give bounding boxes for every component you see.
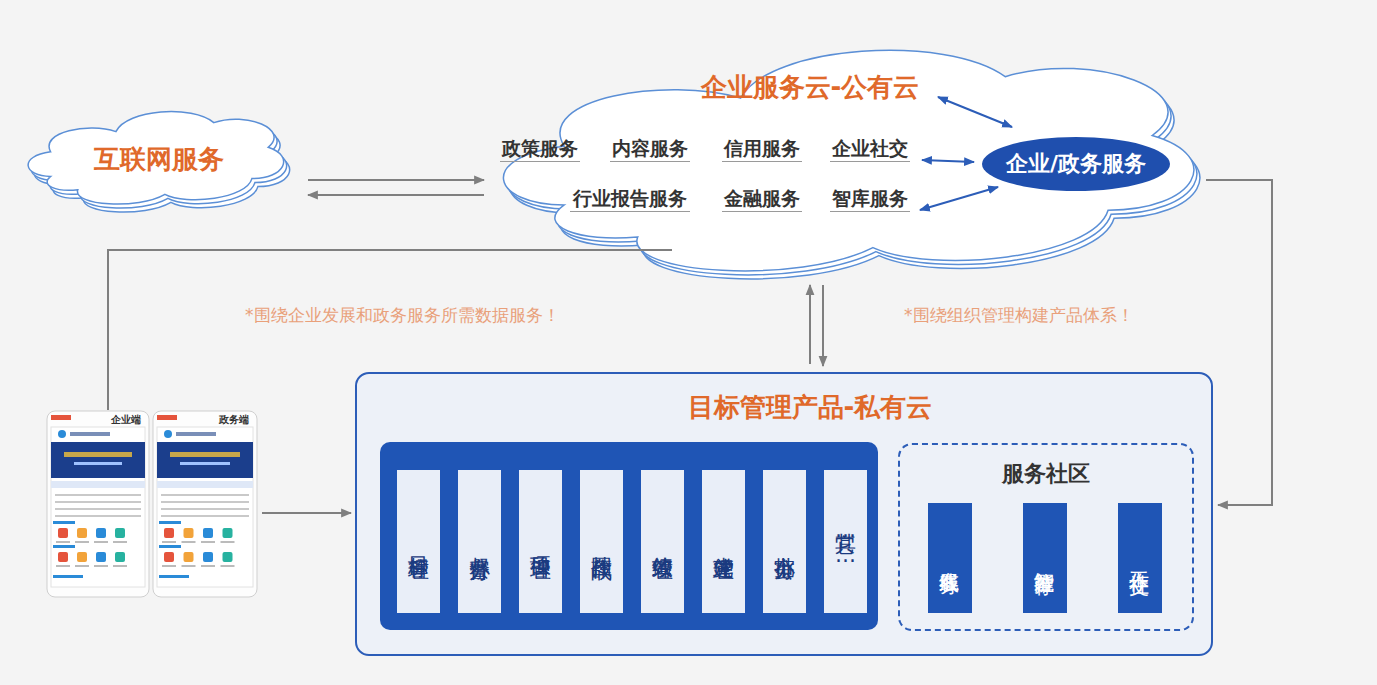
phone-screenshot: 企业端 bbox=[46, 410, 150, 598]
node-text: 绩效管理 bbox=[649, 540, 677, 544]
module-box: 党建管理 bbox=[702, 470, 745, 613]
service-item: 智库服务 bbox=[830, 184, 910, 212]
connector-arrow bbox=[822, 285, 824, 366]
community-item: 在线服务 bbox=[928, 503, 972, 613]
module-box: 绩效管理 bbox=[641, 470, 684, 613]
service-item: 内容服务 bbox=[610, 134, 690, 162]
module-panel-bg bbox=[380, 442, 878, 630]
node-text: 审批办公 bbox=[771, 540, 799, 544]
node-text: 企业端 bbox=[111, 413, 141, 427]
node-text: 其它…… bbox=[832, 516, 860, 568]
connector-arrow bbox=[262, 512, 351, 514]
node-title: 服务社区 bbox=[946, 459, 1146, 489]
community-item: 工作社交 bbox=[1118, 503, 1162, 613]
cloud-layer bbox=[503, 50, 1193, 271]
node-text: 行业报告服务 bbox=[573, 186, 687, 210]
cloud-shape: 企业服务云-公有云政策服务 内容服务 信用服务 企业社交行业报告服务 金融服务 智库服务 企… bbox=[476, 18, 1221, 295]
community-box: 服务社区在线服务 智能推荐 工作社交 bbox=[898, 443, 1194, 631]
node-text: 项目管理 bbox=[527, 540, 555, 544]
node-title: 企业服务云-公有云 bbox=[610, 70, 1010, 105]
module-box: 督察督办 bbox=[458, 470, 501, 613]
cloud-shape: 互联网服务 bbox=[18, 98, 300, 220]
phone-screenshot: 政务端 bbox=[152, 410, 258, 598]
node-text: 信用服务 bbox=[724, 136, 800, 160]
node-text: 政策服务 bbox=[502, 136, 578, 160]
node-text: 工作社交 bbox=[1127, 556, 1154, 560]
node-text: 挂图作战 bbox=[588, 540, 616, 544]
module-box: 其它…… bbox=[824, 470, 867, 613]
phone-illustration bbox=[46, 410, 150, 598]
module-box: 审批办公 bbox=[763, 470, 806, 613]
module-box: 目标管理 bbox=[397, 470, 440, 613]
node-text: 督察督办 bbox=[466, 540, 494, 544]
note-text: *围绕企业发展和政务服务所需数据服务！ bbox=[245, 304, 560, 327]
node-text: 政务端 bbox=[219, 413, 249, 427]
service-item: 金融服务 bbox=[722, 184, 802, 212]
node-title: 目标管理产品-私有云 bbox=[610, 390, 1010, 425]
module-box: 项目管理 bbox=[519, 470, 562, 613]
service-item: 信用服务 bbox=[722, 134, 802, 162]
connector-arrow bbox=[809, 285, 811, 364]
node-text: 内容服务 bbox=[612, 136, 688, 160]
phone-illustration bbox=[152, 410, 258, 598]
service-item: 政策服务 bbox=[500, 134, 580, 162]
cloud-layer bbox=[28, 112, 284, 204]
node-text: 智能推荐 bbox=[1032, 556, 1059, 560]
node-text: 党建管理 bbox=[710, 540, 738, 544]
community-item: 智能推荐 bbox=[1023, 503, 1067, 613]
connector-arrow bbox=[1206, 180, 1272, 505]
service-ellipse: 企业/政务服务 bbox=[982, 137, 1170, 191]
connector-arrow bbox=[308, 194, 484, 196]
product-box: 目标管理产品-私有云目标管理 督察督办 项目管理 挂图作战 绩效管理 党建管理 审批办公 其它… bbox=[355, 372, 1213, 656]
node-text: 企业社交 bbox=[832, 136, 908, 160]
service-item: 行业报告服务 bbox=[570, 184, 690, 212]
note-text: *围绕组织管理构建产品体系！ bbox=[904, 304, 1134, 327]
node-title: 互联网服务 bbox=[94, 142, 224, 177]
module-box: 挂图作战 bbox=[580, 470, 623, 613]
node-text: 智库服务 bbox=[832, 186, 908, 210]
node-text: 金融服务 bbox=[724, 186, 800, 210]
service-item: 企业社交 bbox=[830, 134, 910, 162]
node-text: 目标管理 bbox=[405, 540, 433, 544]
connector-arrow bbox=[308, 179, 484, 181]
node-text: 企业/政务服务 bbox=[1006, 149, 1146, 179]
node-text: 在线服务 bbox=[937, 556, 964, 560]
